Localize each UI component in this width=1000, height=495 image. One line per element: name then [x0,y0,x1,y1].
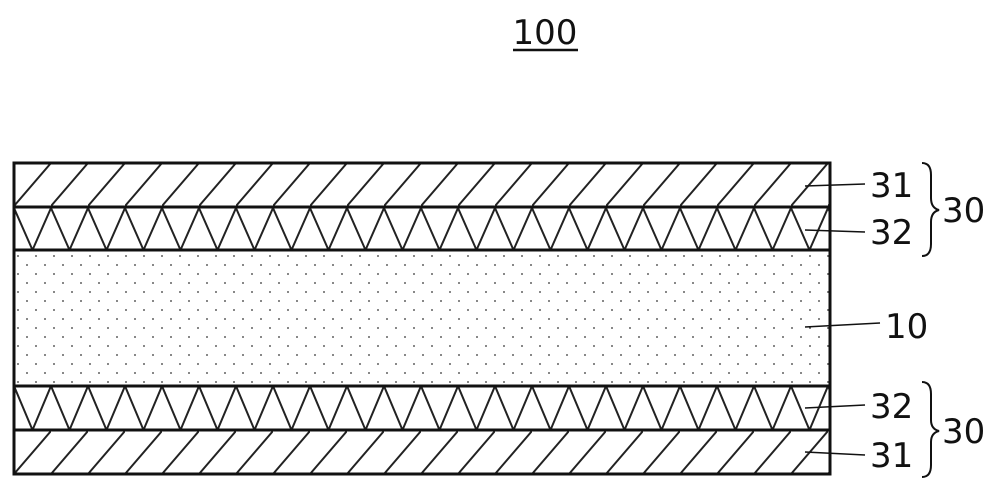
figure-number: 100 [513,13,578,53]
layer-32-bottom [14,386,830,430]
label-32-bottom: 32 [870,387,913,427]
label-10: 10 [885,307,928,347]
layer-31-top [14,163,830,206]
label-30-bottom: 30 [942,412,985,452]
label-31-bottom: 31 [870,436,913,476]
brace-bottom [922,382,939,477]
label-30-top: 30 [942,191,985,231]
brace-top [922,163,939,256]
label-31-top: 31 [870,166,913,206]
layer-10-core [14,251,830,385]
layer-32-top [14,208,830,250]
label-32-top: 32 [870,213,913,253]
layer-31-bottom [14,431,830,474]
